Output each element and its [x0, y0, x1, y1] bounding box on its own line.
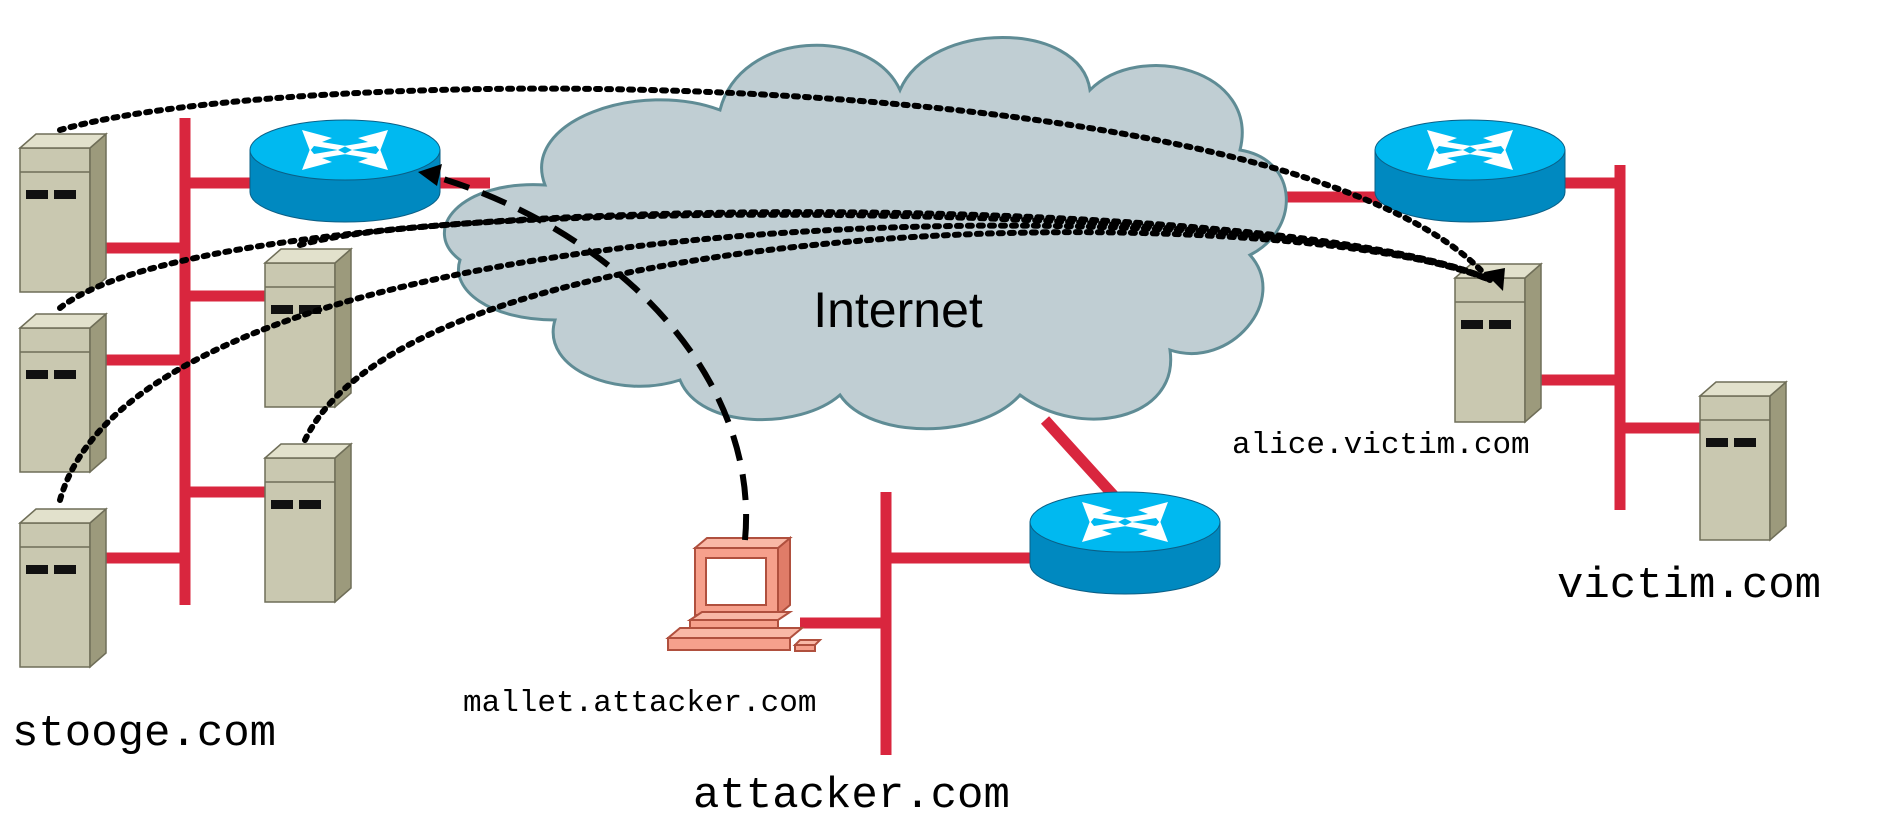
- stooge-server-icon: [19, 313, 107, 473]
- attack-paths: [57, 85, 1493, 503]
- attacker-router-icon: [1029, 491, 1221, 595]
- labels: alice.victim.com mallet.attacker.com sto…: [12, 428, 1821, 813]
- internet-cloud: Internet: [442, 36, 1288, 431]
- alice-server-icon: [1454, 263, 1542, 423]
- query-arrowhead: [418, 164, 442, 186]
- internet-label: Internet: [813, 282, 983, 338]
- stooge-server-icon: [264, 248, 352, 408]
- victim-server-icon: [1699, 381, 1787, 541]
- mallet-host-label: mallet.attacker.com: [463, 686, 816, 721]
- stooge-server-icon: [19, 133, 107, 293]
- victim-router-icon: [1374, 119, 1566, 223]
- stooge-server-icon: [19, 508, 107, 668]
- victim-domain-label: victim.com: [1557, 561, 1821, 611]
- response-arrowhead: [1484, 268, 1505, 291]
- stooge-domain-label: stooge.com: [12, 709, 276, 759]
- attacker-domain-label: attacker.com: [693, 771, 1010, 813]
- stooge-server-icon: [264, 443, 352, 603]
- attacker-query-path: [429, 172, 750, 541]
- stooge-router-icon: [249, 119, 441, 223]
- attacker-pc-icon: [665, 535, 823, 652]
- alice-host-label: alice.victim.com: [1232, 428, 1530, 463]
- attacker-router-internet-link: [1040, 416, 1120, 501]
- dns-response-path: [57, 85, 1493, 283]
